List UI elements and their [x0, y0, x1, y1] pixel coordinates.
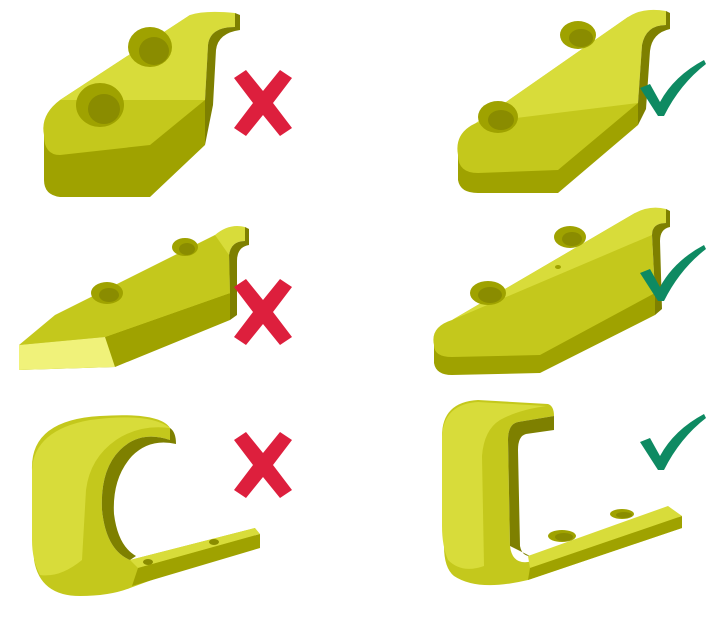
row-2-right-example [360, 205, 714, 390]
row-3-right-example [360, 390, 714, 610]
check-icon [638, 58, 708, 118]
cross-icon [228, 68, 298, 138]
row-1-right-example [360, 0, 714, 205]
check-icon [638, 243, 708, 303]
row-3-left-example [0, 390, 360, 610]
row-2-left-example [0, 205, 360, 390]
cross-icon [228, 430, 298, 500]
cross-icon [228, 277, 298, 347]
check-icon [638, 412, 708, 472]
row-1-left-example [0, 0, 360, 205]
